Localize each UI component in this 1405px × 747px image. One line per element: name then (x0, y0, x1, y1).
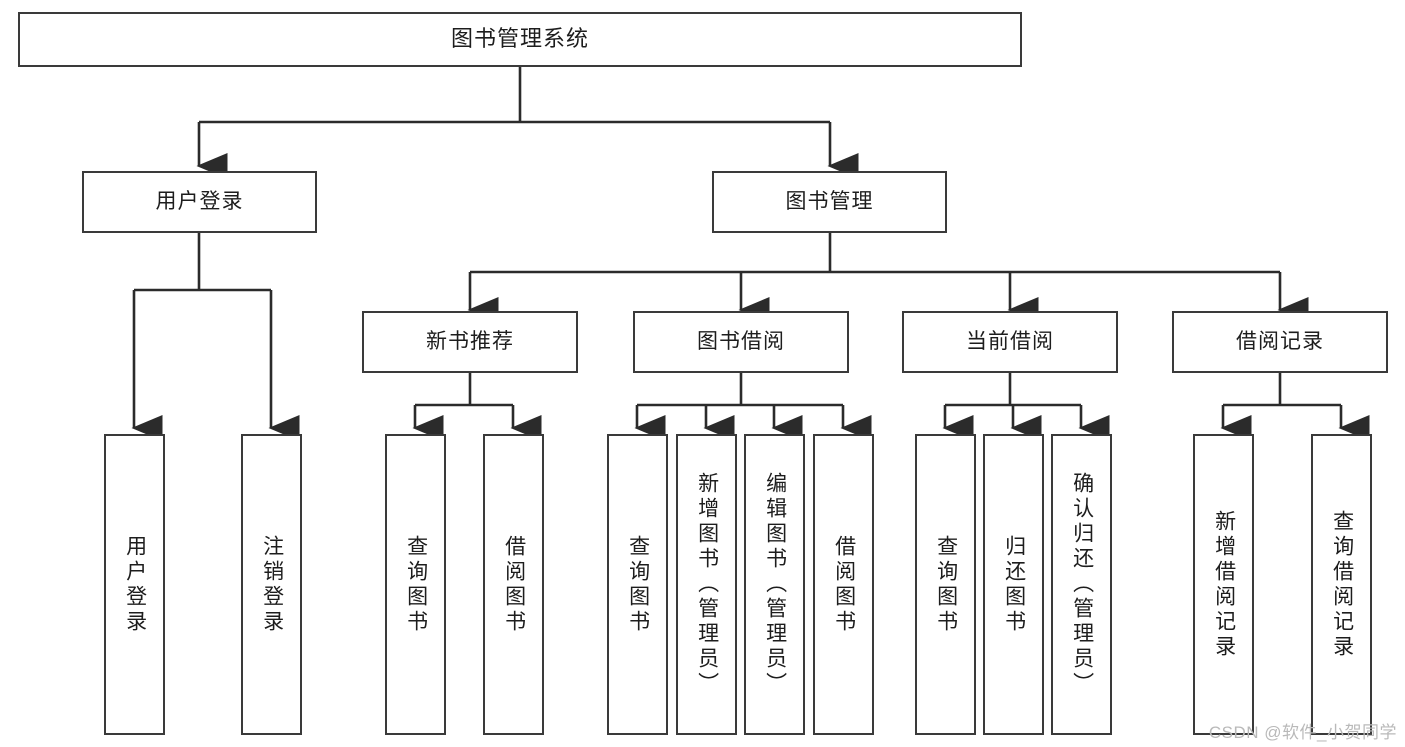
node-leaf-return-book[interactable]: 归还图书 (983, 434, 1044, 735)
node-leaf-query-book-3[interactable]: 查询图书 (915, 434, 976, 735)
watermark: CSDN @软件_小贺同学 (1208, 723, 1397, 742)
node-book-borrow-label: 图书借阅 (697, 330, 785, 354)
node-borrow-records-label: 借阅记录 (1236, 330, 1324, 354)
node-leaf-query-record[interactable]: 查询借阅记录 (1311, 434, 1372, 735)
node-leaf-confirm-return-label: 确认归还（管理员） (1070, 472, 1094, 697)
node-leaf-query-record-label: 查询借阅记录 (1330, 509, 1354, 660)
node-new-book-recommend[interactable]: 新书推荐 (362, 311, 578, 373)
node-leaf-logout[interactable]: 注销登录 (241, 434, 302, 735)
node-root[interactable]: 图书管理系统 (18, 12, 1022, 67)
node-leaf-add-book[interactable]: 新增图书（管理员） (676, 434, 737, 735)
node-leaf-logout-label: 注销登录 (260, 534, 284, 635)
node-new-book-recommend-label: 新书推荐 (426, 330, 514, 354)
node-leaf-edit-book-label: 编辑图书（管理员） (763, 472, 787, 697)
node-leaf-edit-book[interactable]: 编辑图书（管理员） (744, 434, 805, 735)
node-leaf-return-book-label: 归还图书 (1002, 534, 1026, 635)
node-leaf-borrow-book-1-label: 借阅图书 (502, 534, 526, 635)
node-book-borrow[interactable]: 图书借阅 (633, 311, 849, 373)
node-current-borrow[interactable]: 当前借阅 (902, 311, 1118, 373)
node-leaf-query-book-1-label: 查询图书 (404, 534, 428, 635)
node-leaf-query-book-3-label: 查询图书 (934, 534, 958, 635)
node-leaf-confirm-return[interactable]: 确认归还（管理员） (1051, 434, 1112, 735)
node-root-label: 图书管理系统 (450, 26, 589, 52)
node-borrow-records[interactable]: 借阅记录 (1172, 311, 1388, 373)
node-leaf-add-book-label: 新增图书（管理员） (695, 472, 719, 697)
node-leaf-query-book-2[interactable]: 查询图书 (607, 434, 668, 735)
node-book-manage[interactable]: 图书管理 (712, 171, 947, 233)
node-leaf-query-book-1[interactable]: 查询图书 (385, 434, 446, 735)
node-current-borrow-label: 当前借阅 (966, 330, 1054, 354)
node-user-login[interactable]: 用户登录 (82, 171, 317, 233)
node-leaf-user-login-label: 用户登录 (123, 534, 147, 635)
node-user-login-label: 用户登录 (155, 190, 244, 214)
node-leaf-add-record-label: 新增借阅记录 (1212, 509, 1236, 660)
node-leaf-add-record[interactable]: 新增借阅记录 (1193, 434, 1254, 735)
node-leaf-user-login[interactable]: 用户登录 (104, 434, 165, 735)
node-leaf-borrow-book-2-label: 借阅图书 (832, 534, 856, 635)
node-leaf-borrow-book-2[interactable]: 借阅图书 (813, 434, 874, 735)
node-book-manage-label: 图书管理 (785, 190, 874, 214)
node-leaf-borrow-book-1[interactable]: 借阅图书 (483, 434, 544, 735)
node-leaf-query-book-2-label: 查询图书 (626, 534, 650, 635)
